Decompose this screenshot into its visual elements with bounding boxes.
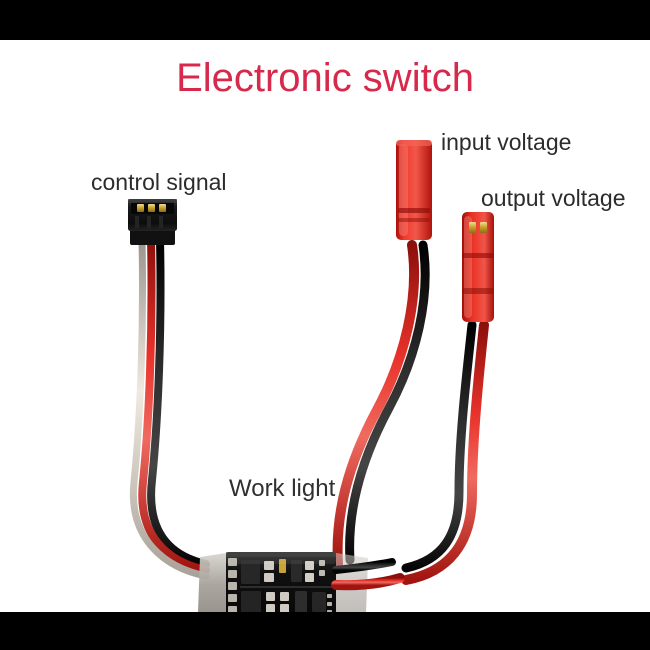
pcb-component-ic-3 [312, 592, 326, 612]
label-input-voltage: input voltage [441, 129, 572, 155]
pcb-component-resistor-4 [305, 573, 314, 582]
figure-title: Electronic switch [176, 56, 474, 100]
jst-pin-2 [480, 222, 487, 233]
wire-input-voltage-bundle [332, 240, 430, 569]
jst-male-output-connector [462, 212, 494, 322]
servo-pin-3 [159, 204, 166, 212]
label-control-signal: control signal [91, 169, 227, 195]
pcb-component-led [279, 559, 286, 573]
wire-stub-black [332, 558, 396, 574]
pcb-component-resistor-1 [264, 561, 274, 570]
jst-female-input-connector [396, 140, 432, 240]
pcb-component-resistor-8 [280, 604, 289, 612]
pcb-component-resistor-5 [266, 592, 275, 601]
pcb-component-resistor-7 [280, 592, 289, 601]
pcb-pad-column [228, 558, 237, 612]
wire-control-signal-bundle [129, 236, 210, 580]
wire-input-black [345, 240, 430, 565]
wire-servo-red [138, 236, 210, 574]
pcb-component-mosfet [241, 560, 260, 584]
wire-input-red [332, 240, 419, 569]
wire-servo-black [147, 236, 210, 568]
heat-shrink-left [198, 552, 234, 612]
servo-connector [128, 199, 177, 245]
letterbox-bar-bottom [0, 612, 650, 650]
pcb-component-ic-2 [295, 591, 307, 612]
pcb-component-resistor-6 [266, 604, 275, 612]
pcb-component-ic-1 [291, 560, 302, 582]
wire-output-red [401, 320, 489, 585]
pcb-component-resistor-2 [264, 573, 274, 582]
pcb-component-mosfet-2 [241, 591, 261, 612]
jst-pin-1 [469, 222, 476, 233]
wire-servo-white [129, 236, 210, 580]
wire-output-voltage-bundle [401, 320, 489, 585]
letterbox-bar-top [0, 0, 650, 40]
pcb-component-resistor-3 [305, 561, 314, 570]
photo-canvas: input voltage output voltage control sig… [0, 40, 650, 612]
label-output-voltage: output voltage [481, 185, 626, 211]
wire-stub-red [331, 573, 405, 591]
servo-pin-2 [148, 204, 155, 212]
wiring-harness-illustration [128, 140, 494, 612]
label-work-light: Work light [229, 475, 336, 502]
wire-output-black [401, 320, 477, 573]
servo-pin-1 [137, 204, 144, 212]
